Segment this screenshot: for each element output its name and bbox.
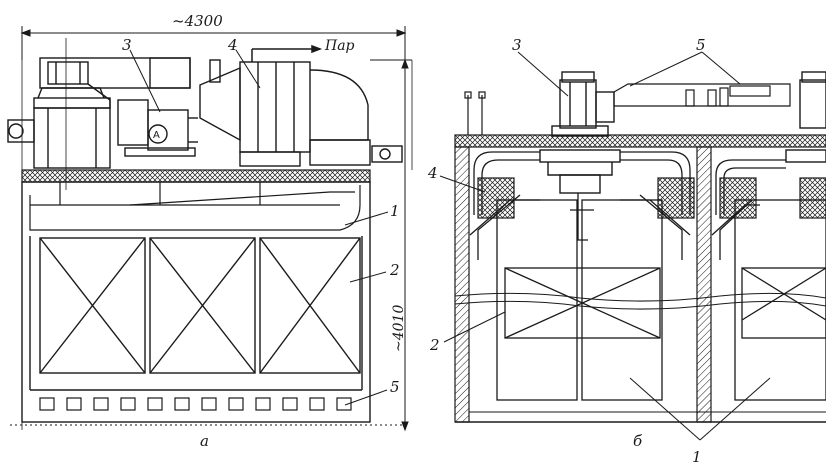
callout-b-1: 1 bbox=[692, 448, 702, 466]
panel-a: ~4300 ~4010 Пар bbox=[7, 12, 413, 450]
callout-a-3: 3 bbox=[122, 36, 132, 54]
motor-b-3 bbox=[551, 71, 826, 137]
width-dimension bbox=[20, 26, 407, 60]
height-dimension bbox=[370, 58, 412, 432]
callout-b-5: 5 bbox=[696, 36, 706, 54]
callout-b-2: 2 bbox=[429, 336, 440, 354]
steam-pipe bbox=[251, 44, 323, 62]
motor-3: A bbox=[117, 99, 198, 157]
callout-a-5: 5 bbox=[390, 378, 400, 396]
air-ducts-b bbox=[473, 151, 786, 215]
air-duct-1 bbox=[29, 182, 361, 231]
heater-4 bbox=[199, 59, 403, 167]
chamber-walls bbox=[21, 181, 371, 423]
heater-coils-4 bbox=[477, 177, 826, 219]
cylinder-unit bbox=[7, 87, 111, 169]
steam-label: Пар bbox=[324, 38, 355, 54]
lumber-stacks-2 bbox=[39, 237, 361, 374]
width-dimension-label: ~4300 bbox=[172, 12, 223, 30]
floor-heaters-5 bbox=[39, 397, 352, 411]
left-wall-b bbox=[454, 146, 470, 423]
panel-b: 3 5 4 2 1 б bbox=[427, 36, 826, 466]
callout-a-2: 2 bbox=[389, 261, 400, 279]
lumber-stacks-b-2 bbox=[496, 199, 826, 401]
height-dimension-label: ~4010 bbox=[391, 305, 407, 352]
roof-slab-b bbox=[454, 134, 826, 148]
roof-slab bbox=[21, 169, 371, 183]
svg-text:A: A bbox=[153, 130, 160, 141]
fan-b bbox=[539, 149, 826, 194]
middle-wall-b bbox=[696, 146, 712, 423]
break-lines-b bbox=[454, 292, 826, 310]
callout-leaders-b bbox=[439, 51, 771, 441]
fan-scroll-housing bbox=[39, 57, 191, 108]
callout-leaders-a bbox=[129, 49, 389, 406]
roof-fittings-5 bbox=[613, 83, 791, 107]
panel-b-caption: б bbox=[633, 432, 643, 450]
callout-b-3: 3 bbox=[512, 36, 522, 54]
callout-a-1: 1 bbox=[390, 202, 400, 220]
panel-a-caption: а bbox=[200, 432, 209, 450]
roof-pipes bbox=[464, 91, 486, 135]
callout-a-4: 4 bbox=[227, 36, 238, 54]
callout-b-4: 4 bbox=[427, 164, 438, 182]
